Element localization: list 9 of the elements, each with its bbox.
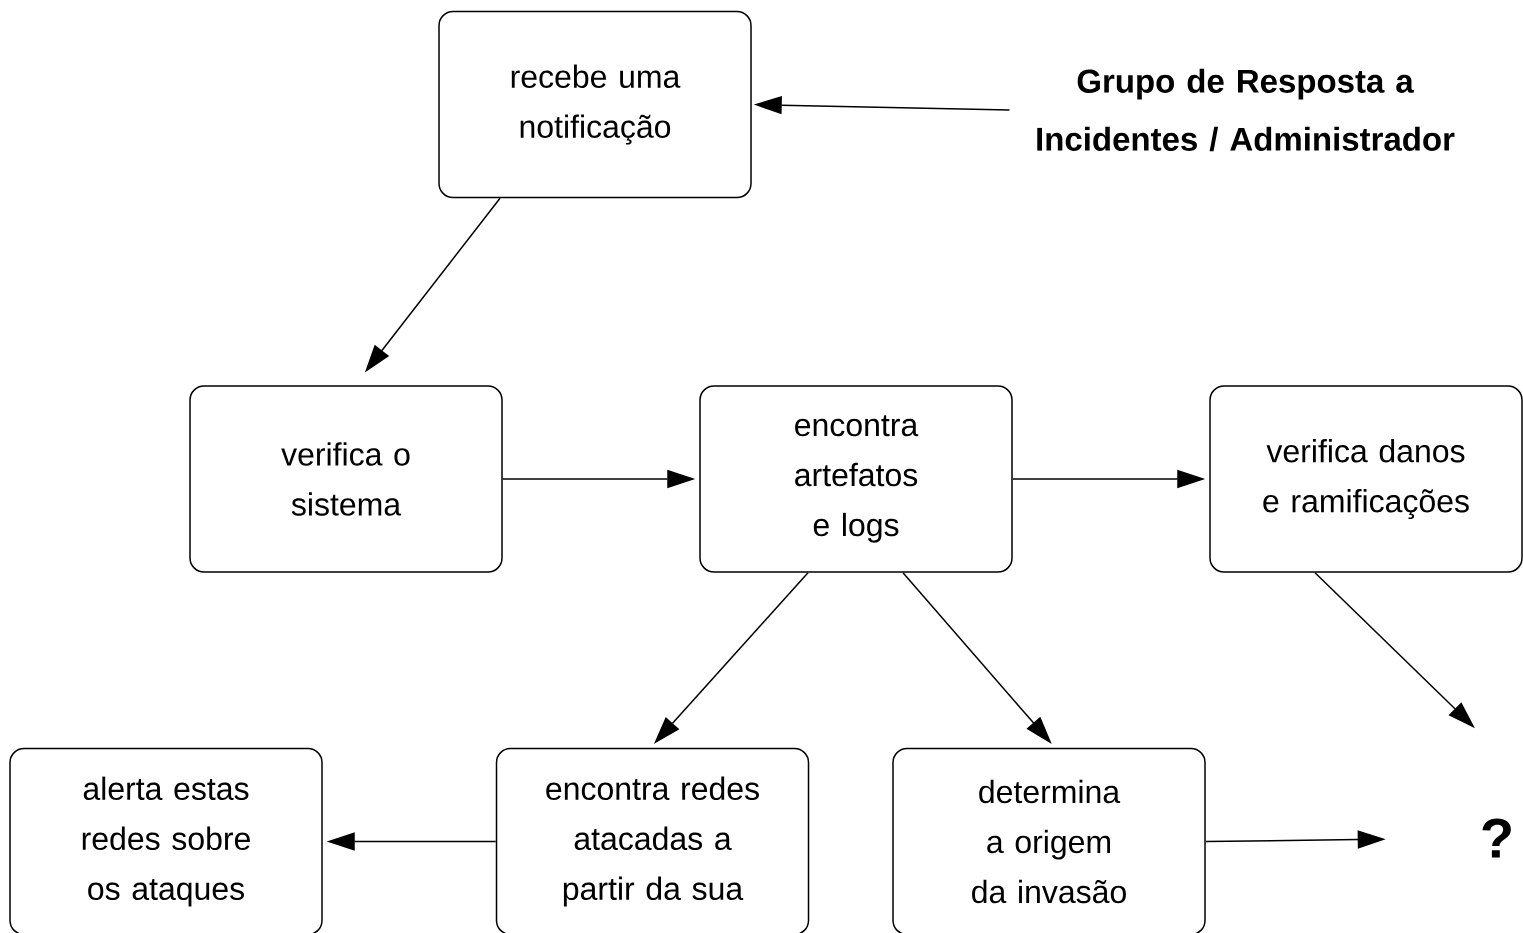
process-box: determina a origem da invasão xyxy=(892,747,1206,933)
process-box: verifica danos e ramificações xyxy=(1209,385,1523,573)
process-box: recebe uma notificação xyxy=(438,10,752,199)
process-box: verifica o sistema xyxy=(189,385,503,573)
process-box: alerta estas redes sobre os ataques xyxy=(9,747,323,933)
actor-label: Grupo de Resposta a Incidentes / Administrador xyxy=(1037,68,1455,152)
process-box: encontra redes atacadas a partir da sua xyxy=(495,747,810,933)
question-mark: ? xyxy=(1482,818,1511,858)
process-box: encontra artefatos e logs xyxy=(699,385,1013,573)
